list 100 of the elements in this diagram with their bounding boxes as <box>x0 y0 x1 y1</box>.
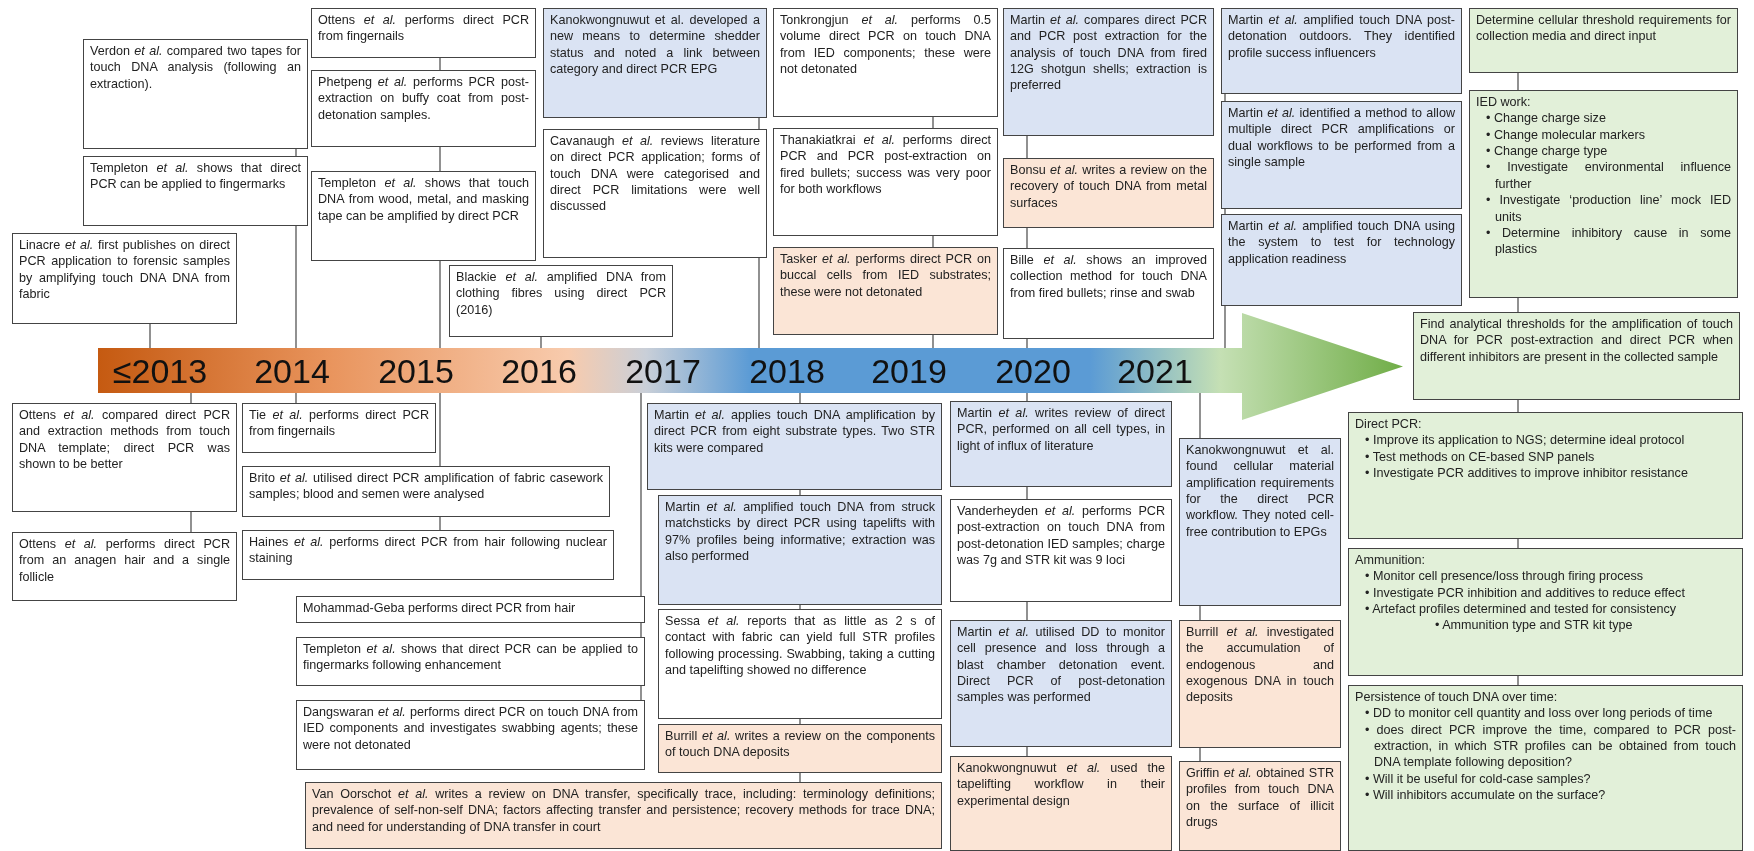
entry-text: Griffin et al. obtained STR profiles from touch DNA on the surface of illicit drugs <box>1186 765 1334 831</box>
timeline-entry-box <box>543 8 767 118</box>
connector-line <box>1224 208 1226 215</box>
connector-line <box>1026 486 1028 500</box>
timeline-entry-box <box>311 70 536 147</box>
timeline-entry-box <box>1348 548 1743 676</box>
connector-line <box>190 392 192 404</box>
timeline-entry-box <box>12 532 237 601</box>
entry-text: Verdon et al. compared two tapes for touch DNA analysis (following an extraction). <box>90 43 301 93</box>
year-label: 2020 <box>995 354 1071 388</box>
connector-line <box>799 772 801 783</box>
bullet-item: • does direct PCR improve the time, compared to PCR post-extraction, in which STR profiles can be obtained from touch DNA template following deposition? <box>1365 721 1736 771</box>
connector-line <box>1026 135 1028 159</box>
connector-line <box>439 57 441 71</box>
entry-text: Van Oorschot et al. writes a review on DNA transfer, specifically trace, including: terminology definitions; prevalence of self-non-self DNA; factors affecting transfer and persistence; recovery methods for trace DNA; and need for understanding of DNA transfer in court <box>312 786 935 836</box>
timeline-entry-box <box>773 247 998 335</box>
timeline-entry-box <box>1348 412 1743 539</box>
connector-line <box>799 604 801 610</box>
year-label: 2021 <box>1117 354 1193 388</box>
timeline-entry-box <box>773 8 998 117</box>
year-label: 2015 <box>378 354 454 388</box>
timeline-entry-box <box>950 401 1172 487</box>
entry-text: Martin et al. amplified touch DNA from struck matchsticks by direct PCR using tapelifts with 97% profiles being informative; extraction was also performed <box>665 499 935 565</box>
connector-line <box>799 392 801 404</box>
connector-line <box>439 516 441 531</box>
connector-line <box>149 323 151 349</box>
connector-line <box>932 334 934 349</box>
connector-line <box>1224 305 1226 349</box>
timeline-entry-box <box>12 233 237 324</box>
bullet-item: • Ammunition type and STR kit type <box>1435 617 1634 634</box>
year-label: 2014 <box>254 354 330 388</box>
connector-line <box>1026 227 1028 249</box>
timeline-entry-box <box>305 782 942 849</box>
entry-text: Martin et al. amplified touch DNA using the system to test for technology application readiness <box>1228 218 1455 268</box>
list-heading: IED work: <box>1476 94 1532 111</box>
bullet-item: • Test methods on CE-based SNP panels <box>1365 448 1596 466</box>
connector-line <box>540 336 542 349</box>
timeline-entry-box <box>1469 8 1738 73</box>
list-heading: Persistence of touch DNA over time: <box>1355 689 1559 706</box>
bullet-item: • Monitor cell presence/loss through firing process <box>1365 568 1645 585</box>
connector-line <box>1517 399 1519 413</box>
timeline-entry-box <box>950 620 1172 747</box>
connector-line <box>799 489 801 496</box>
year-label: ≤2013 <box>112 354 208 388</box>
entry-text: Burrill et al. investigated the accumulation of endogenous and exogenous DNA in touch deposits <box>1186 624 1334 706</box>
connector-line <box>1199 605 1201 621</box>
timeline-entry-box <box>83 156 308 226</box>
bullet-item: • Will inhibitors accumulate on the surface? <box>1365 787 1607 804</box>
connector-line <box>1199 392 1201 439</box>
entry-text: Vanderheyden et al. performs PCR post-extraction on touch DNA from post-detonation IED samples; charge was 7g and STR kit was 9 loci <box>957 503 1165 569</box>
timeline-entry-box <box>773 128 998 236</box>
timeline-entry-box <box>658 724 942 773</box>
timeline-entry-box <box>1003 158 1214 228</box>
bullet-item: • Change charge size <box>1486 110 1607 127</box>
connector-line <box>1224 93 1226 102</box>
entry-text: Haines et al. performs direct PCR from hair following nuclear staining <box>249 534 607 567</box>
bullet-item: • DD to monitor cell quantity and loss over long periods of time <box>1365 705 1714 722</box>
timeline-entry-box <box>311 171 536 261</box>
entry-text: Martin et al. compares direct PCR and PCR post extraction for the analysis of touch DNA from fired 12G shotgun shells; extraction is preferred <box>1010 12 1207 94</box>
entry-text: Martin et al. amplified touch DNA post-detonation outdoors. They identified profile success influencers <box>1228 12 1455 62</box>
bullet-item: • Change molecular markers <box>1486 126 1647 144</box>
connector-line <box>932 235 934 248</box>
bullet-item: • Improve its application to NGS; determine ideal protocol <box>1365 432 1686 449</box>
timeline-entry-box <box>1003 8 1214 136</box>
connector-line <box>1026 392 1028 402</box>
timeline-entry-box <box>543 129 767 258</box>
connector-line <box>758 117 760 130</box>
timeline-entry-box <box>1179 620 1341 748</box>
entry-text: Blackie et al. amplified DNA from clothing fibres using direct PCR (2016) <box>456 269 666 319</box>
bullet-item: • Investigate ‘production line’ mock IED units <box>1486 192 1731 225</box>
timeline-entry-box <box>1179 438 1341 606</box>
entry-text: Kanokwongnuwut et al. developed a new means to determine shedder status and noted a link between category and direct PCR EPG <box>550 12 760 78</box>
entry-text: Brito et al. utilised direct PCR amplification of fabric casework samples; blood and semen were analysed <box>249 470 603 503</box>
timeline-entry-box <box>242 466 610 517</box>
entry-text: Templeton et al. shows that direct PCR can be applied to fingermarks <box>90 160 301 193</box>
connector-line <box>295 225 297 349</box>
connector-line <box>1026 338 1028 349</box>
timeline-entry-box <box>658 495 942 605</box>
timeline-entry-box <box>296 596 645 623</box>
entry-text: Find analytical thresholds for the amplification of touch DNA for PCR post-extraction and direct PCR when different inhibitors are present in the collected sample <box>1420 316 1733 366</box>
bullet-item: • Change charge type <box>1486 143 1609 160</box>
bullet-item: • Determine inhibitory cause in some plastics <box>1486 224 1731 258</box>
timeline-entry-box <box>1003 248 1214 339</box>
timeline-entry-box <box>311 8 536 58</box>
entry-text: Ottens et al. compared direct PCR and extraction methods from touch DNA template; direct PCR was shown to be better <box>19 407 230 473</box>
entry-text: Ottens et al. performs direct PCR from an anagen hair and a single follicle <box>19 536 230 586</box>
entry-text: Kanokwongnuwut et al. used the tapelifting workflow in their experimental design <box>957 760 1165 810</box>
connector-line <box>1026 601 1028 621</box>
timeline-entry-box <box>1221 214 1462 306</box>
timeline-entry-box <box>296 700 645 770</box>
timeline-entry-box <box>12 403 237 512</box>
connector-line <box>295 392 297 404</box>
timeline-entry-box <box>296 637 645 686</box>
connector-line <box>1517 675 1519 686</box>
entry-text: Cavanaugh et al. reviews literature on direct PCR application; forms of touch DNA were categorised and direct PCR limitations were well discussed <box>550 133 760 215</box>
entry-text: Linacre et al. first publishes on direct PCR application to forensic samples by amplifying touch DNA DNA from fabric <box>19 237 230 303</box>
entry-text: Templeton et al. shows that direct PCR can be applied to fingermarks following enhancement <box>303 641 638 674</box>
entry-text: Bonsu et al. writes a review on the recovery of touch DNA from metal surfaces <box>1010 162 1207 212</box>
entry-text: Sessa et al. reports that as little as 2 s of contact with fabric can yield full STR profiles following processing. Swabbing, taking a cutting and tapelifting showed no difference <box>665 613 935 679</box>
entry-text: Martin et al. applies touch DNA amplification by direct PCR from eight substrate types. Two STR kits were compared <box>654 407 935 457</box>
